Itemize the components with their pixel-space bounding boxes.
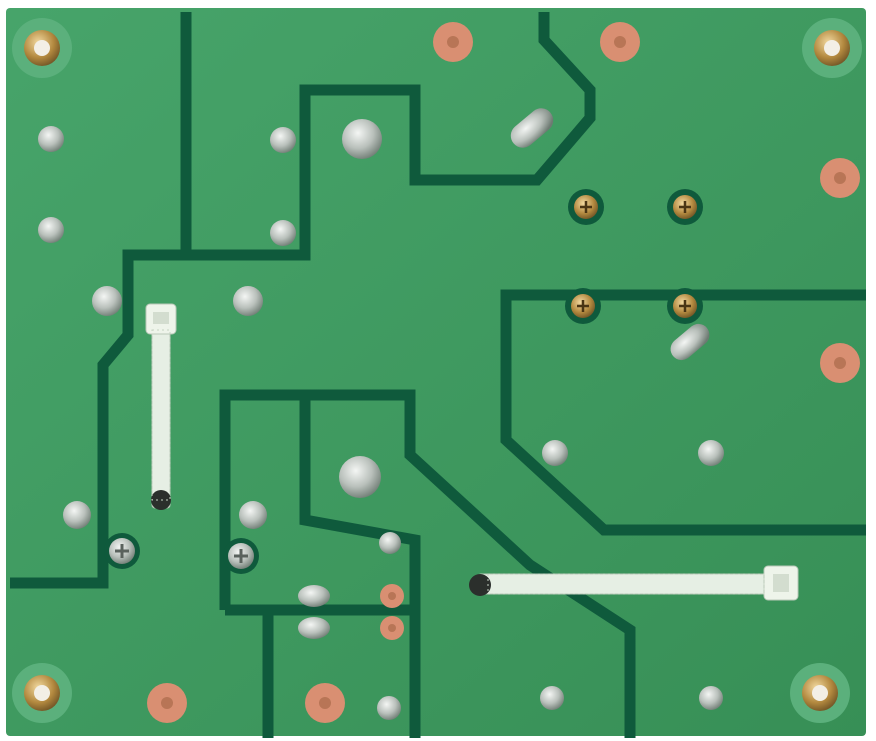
solder-joint — [233, 286, 263, 316]
solder-joint — [270, 127, 296, 153]
circuit-board — [6, 8, 866, 736]
mounting-hole — [12, 18, 72, 78]
mounting-hole — [802, 18, 862, 78]
copper-pad — [433, 22, 473, 62]
solder-joint — [38, 126, 64, 152]
copper-pad — [380, 616, 404, 640]
bent-lead — [670, 323, 710, 361]
solder-joint — [270, 220, 296, 246]
silver-screws — [104, 533, 259, 574]
silver-screw — [223, 538, 259, 574]
brass-screws — [565, 189, 703, 324]
solder-joint — [698, 440, 724, 466]
solder-joint — [379, 532, 401, 554]
solder-joint — [342, 119, 382, 159]
mounting-hole — [790, 663, 850, 723]
copper-pads — [147, 22, 860, 723]
bent-leads — [510, 108, 710, 361]
solder-joint — [298, 617, 330, 639]
solder-joint — [699, 686, 723, 710]
solder-joint — [377, 696, 401, 720]
copper-pad — [820, 343, 860, 383]
brass-screw — [568, 189, 604, 225]
copper-pad — [380, 584, 404, 608]
brass-screw — [565, 288, 601, 324]
copper-pad — [600, 22, 640, 62]
zip-tie-vertical — [145, 303, 177, 510]
brass-screw — [667, 288, 703, 324]
solder-joint — [298, 585, 330, 607]
solder-joint — [339, 456, 381, 498]
solder-joint — [63, 501, 91, 529]
mounting-hole — [12, 663, 72, 723]
mounting-holes — [12, 18, 862, 723]
solder-joint — [38, 217, 64, 243]
trace-channels — [10, 12, 866, 738]
silver-screw — [104, 533, 140, 569]
solder-joint — [540, 686, 564, 710]
brass-screw — [667, 189, 703, 225]
copper-pad — [305, 683, 345, 723]
copper-pad — [820, 158, 860, 198]
zip-ties — [145, 303, 799, 601]
solder-joint — [239, 501, 267, 529]
zip-tie-horizontal — [469, 565, 799, 601]
solder-joint — [542, 440, 568, 466]
copper-pad — [147, 683, 187, 723]
solder-joints — [38, 119, 724, 720]
bent-lead — [510, 108, 554, 148]
solder-joint — [92, 286, 122, 316]
